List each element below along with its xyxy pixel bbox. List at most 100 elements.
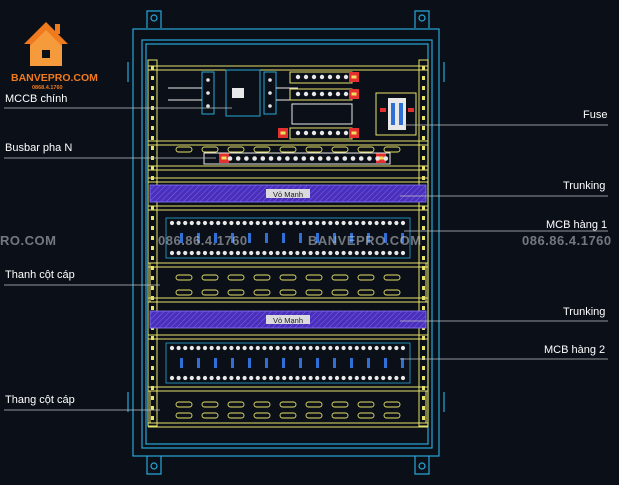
rail-hole xyxy=(151,286,154,290)
mcb-terminal xyxy=(242,375,247,381)
mcb-terminal xyxy=(348,345,353,351)
cable-slot xyxy=(175,412,193,419)
rail-hole xyxy=(422,306,425,310)
mcb-terminal xyxy=(249,220,254,226)
mcb-terminal xyxy=(222,220,227,226)
label-busbar: Busbar pha N xyxy=(5,142,73,154)
mcb-terminal xyxy=(387,250,392,256)
mcb-row-2 xyxy=(165,342,411,384)
mcb-terminal xyxy=(202,250,208,256)
side-rails xyxy=(147,59,429,427)
fuse-block xyxy=(375,92,417,136)
mcb-terminal xyxy=(209,250,214,256)
mcb-terminal xyxy=(268,220,274,226)
nbar-dot xyxy=(235,156,241,161)
mcb-terminal xyxy=(216,250,221,256)
mcb-terminal xyxy=(196,250,201,256)
cable-slot xyxy=(331,146,349,153)
cable-slot xyxy=(227,146,245,153)
mcb-terminal xyxy=(189,345,194,351)
mcb-terminal xyxy=(315,345,320,351)
nbar-dot xyxy=(293,156,298,161)
mcb-terminal xyxy=(334,250,340,256)
rail-hole xyxy=(422,266,425,270)
rail-hole xyxy=(422,146,425,150)
mcb-terminal xyxy=(354,220,359,226)
rail-hole xyxy=(422,216,425,220)
rail-hole xyxy=(151,116,154,120)
cable-slot xyxy=(279,146,297,153)
mcb-terminal xyxy=(282,250,287,256)
busbar-dot xyxy=(295,130,301,136)
mcb-terminal xyxy=(235,220,241,226)
busbar-dot xyxy=(327,130,333,136)
busbar-dot xyxy=(343,91,349,97)
mcb-terminal xyxy=(400,220,406,226)
mcb-terminal xyxy=(301,250,307,256)
rail-hole xyxy=(151,366,154,370)
rail-hole xyxy=(422,156,425,160)
mcb-terminal xyxy=(189,250,194,256)
mcb-terminal xyxy=(268,345,274,351)
cable-slot xyxy=(253,401,271,408)
mcb-terminal xyxy=(328,250,333,256)
mcb-terminal xyxy=(295,250,300,256)
mcb-terminal xyxy=(387,345,392,351)
rail-hole xyxy=(151,136,154,140)
rail-hole xyxy=(151,166,154,170)
mcb-terminal xyxy=(400,250,406,256)
leader-lines xyxy=(4,107,608,411)
busbar-dot xyxy=(311,91,317,97)
rail-hole xyxy=(151,66,154,70)
mcb-handle xyxy=(282,233,285,243)
mcb-terminal xyxy=(216,345,221,351)
mcb-terminal xyxy=(183,375,188,381)
cable-slot xyxy=(253,274,271,281)
mccb-main xyxy=(201,69,277,117)
watermark-center-phone: 086.86.4.1760 xyxy=(158,233,248,248)
rail-hole xyxy=(422,96,425,100)
brand-name: BANVEPRO.COM xyxy=(11,72,98,84)
mcb-handle xyxy=(316,358,319,368)
nbar-dot xyxy=(227,156,233,161)
mcb-terminal xyxy=(394,375,399,381)
cable-slot xyxy=(201,274,219,281)
mcb-terminal xyxy=(282,220,287,226)
mcb-terminal xyxy=(394,345,399,351)
mcb-terminal xyxy=(387,220,392,226)
mcb-terminal xyxy=(400,375,406,381)
thang-cot-cap-frame xyxy=(149,390,427,424)
mcb-terminal xyxy=(202,220,208,226)
label-mcb-2: MCB hàng 2 xyxy=(544,344,606,356)
nbar-dot xyxy=(383,156,389,161)
rail-hole xyxy=(422,256,425,260)
mcb-terminal xyxy=(361,220,366,226)
mcb-terminal xyxy=(176,345,181,351)
rail-hole xyxy=(151,236,154,240)
cable-slot xyxy=(201,412,219,419)
mcb-terminal xyxy=(288,250,293,256)
mcb-terminal xyxy=(334,345,340,351)
busbar-dot xyxy=(327,91,333,97)
mcb-terminal xyxy=(169,345,175,351)
rail-hole xyxy=(151,276,154,280)
mcb-terminal xyxy=(321,220,326,226)
cable-slot xyxy=(201,401,219,408)
cable-slot xyxy=(357,401,375,408)
busbar-dot xyxy=(335,74,341,80)
mcb-terminal xyxy=(235,345,241,351)
cable-slot xyxy=(305,401,323,408)
mcb-terminal xyxy=(209,345,214,351)
mcb-terminal xyxy=(374,250,379,256)
label-trunking-2: Trunking xyxy=(563,306,606,318)
cable-slot xyxy=(357,274,375,281)
busbar-dot xyxy=(343,130,349,136)
mcb-handle xyxy=(401,233,404,243)
mcb-terminal xyxy=(367,220,373,226)
mcb-terminal xyxy=(183,250,188,256)
mcb-terminal xyxy=(169,250,175,256)
mcb-terminal xyxy=(315,250,320,256)
trunking-top-text: Vỏ Mạnh xyxy=(273,190,303,199)
busbar-dot xyxy=(311,130,317,136)
